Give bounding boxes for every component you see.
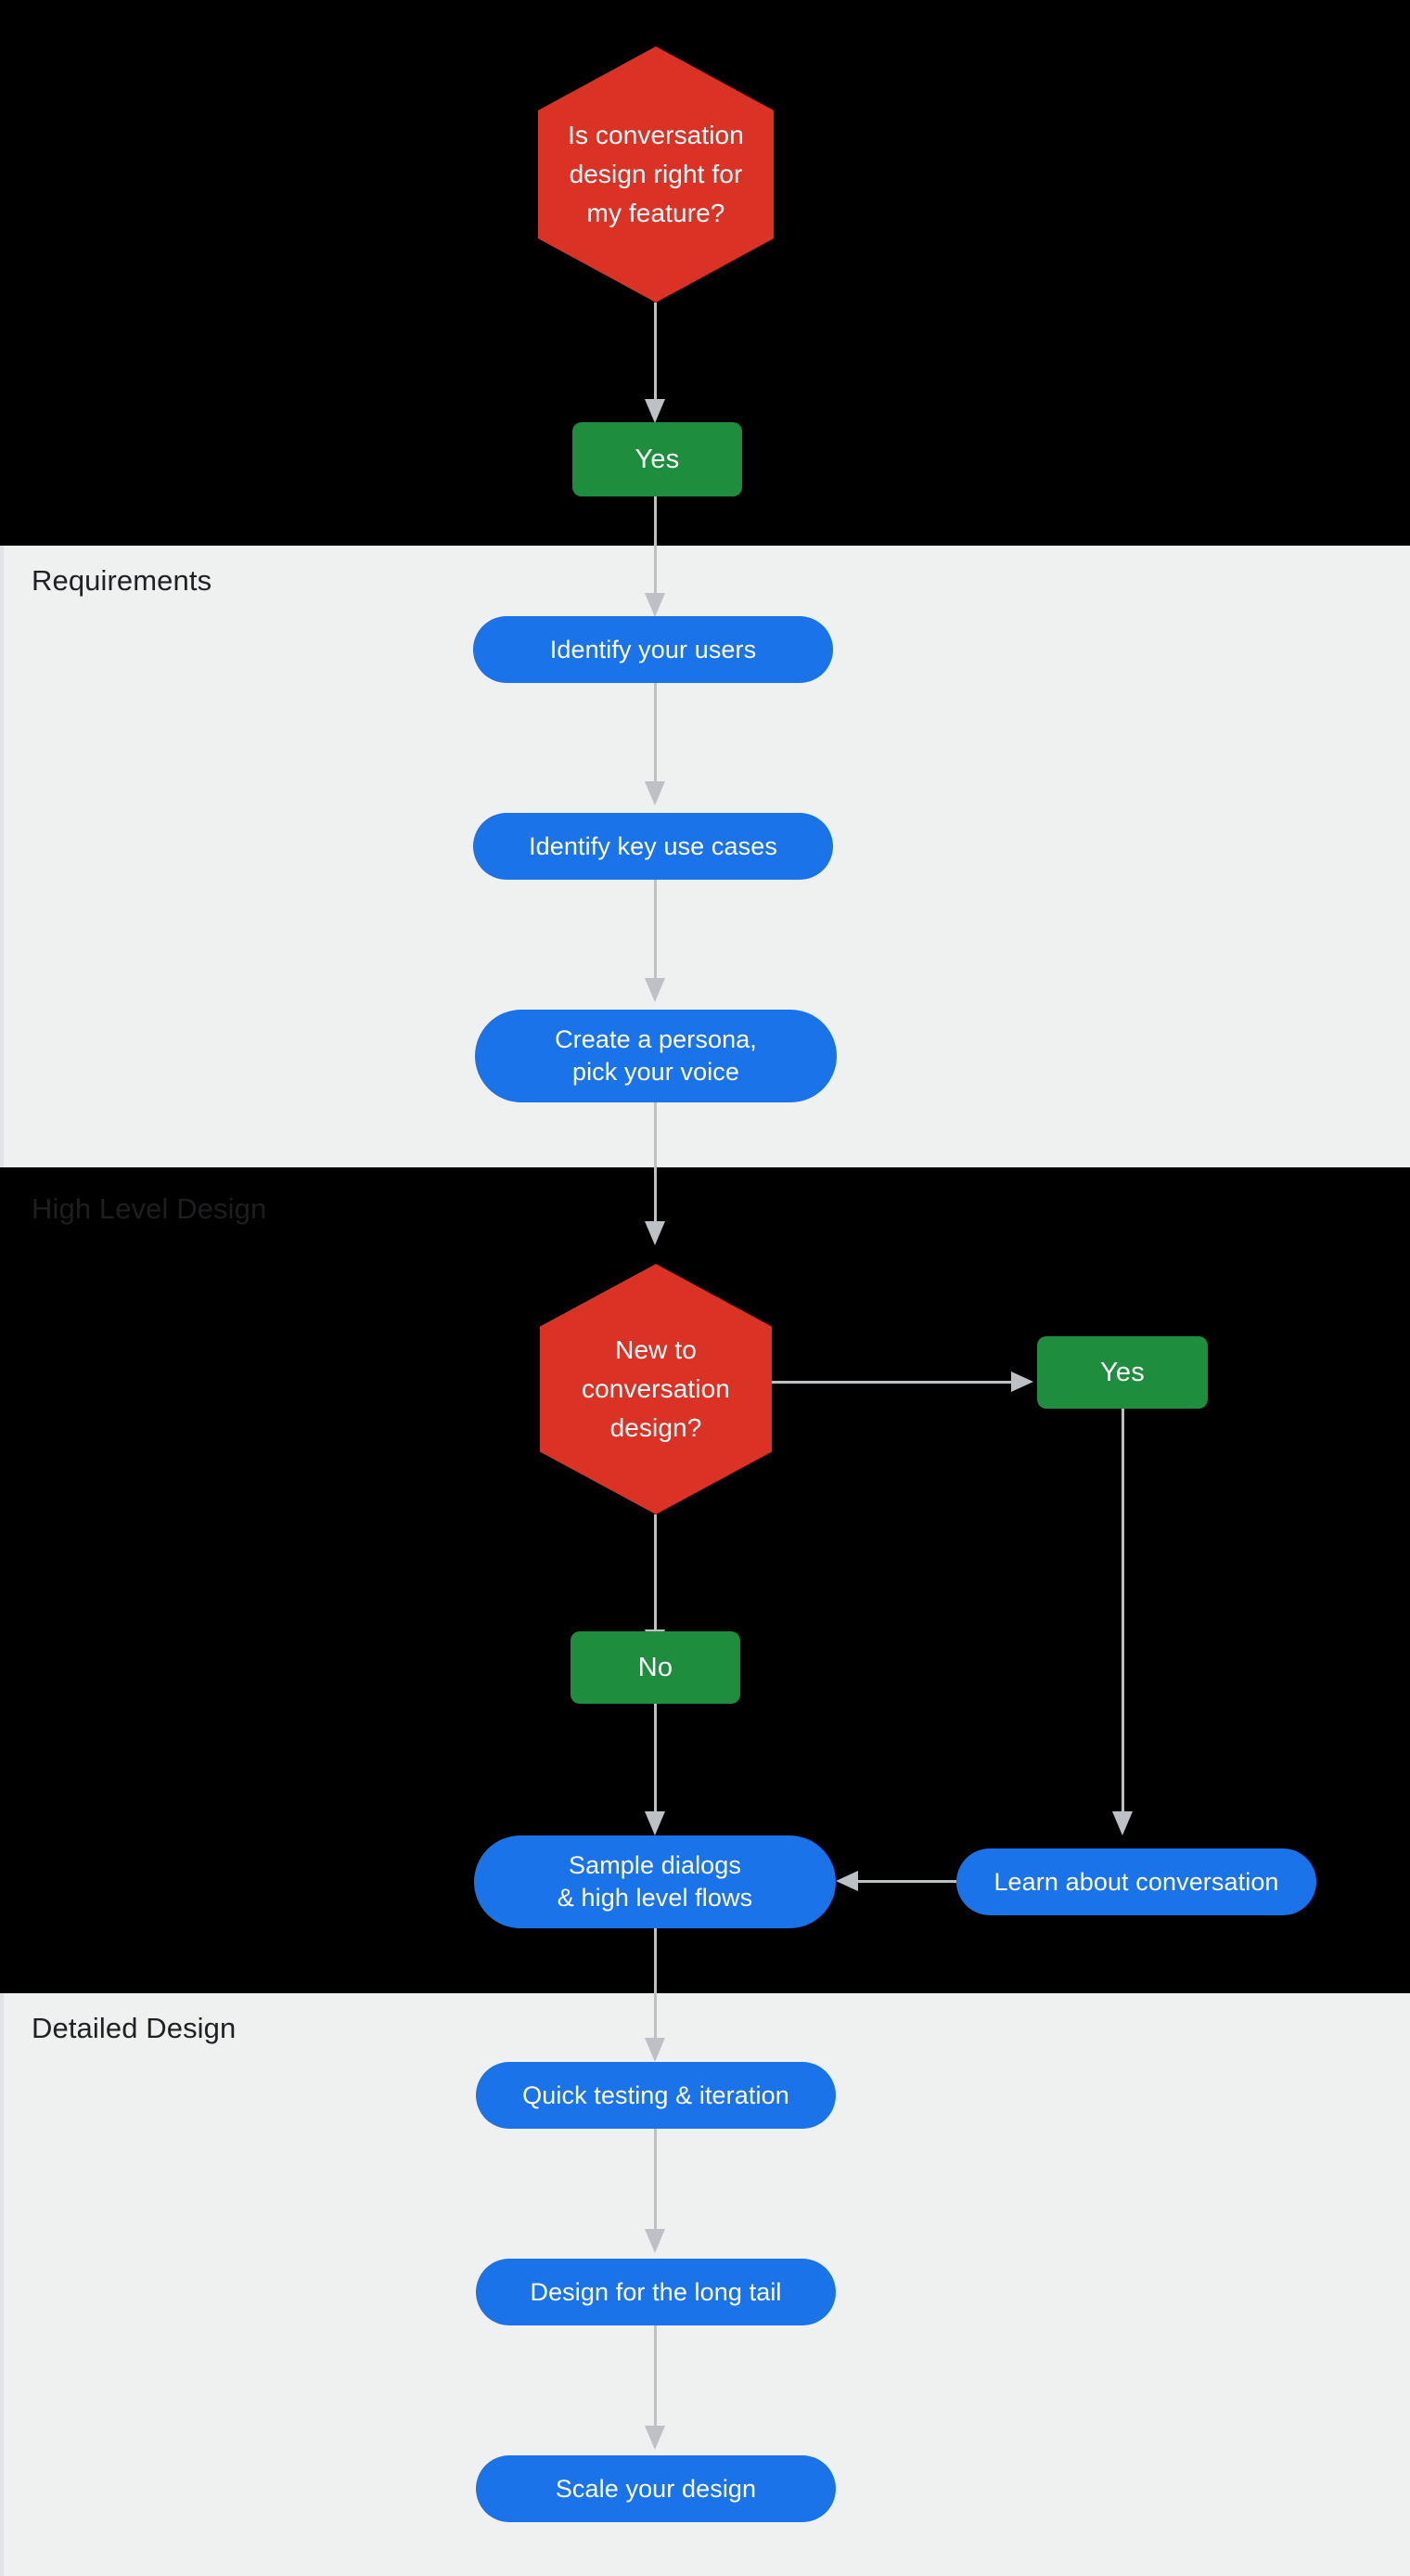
section-title-requirements: Requirements xyxy=(32,564,212,597)
connector-decision2-to-yes-right xyxy=(772,1372,1037,1394)
connector-yes1-to-identify-users xyxy=(645,496,678,617)
step-create-persona-pick-voice[interactable]: Create a persona, pick your voice xyxy=(475,1010,837,1102)
step-design-for-long-tail-label: Design for the long tail xyxy=(530,2277,782,2306)
section-title-detailed-design: Detailed Design xyxy=(32,2012,237,2044)
step-identify-your-users-label: Identify your users xyxy=(549,635,757,663)
decision-1-line-3: my feature? xyxy=(586,199,725,227)
decision-1-line-1: Is conversation xyxy=(568,121,744,149)
step-scale-your-design[interactable]: Scale your design xyxy=(476,2455,836,2522)
answer-yes-right[interactable]: Yes xyxy=(1037,1336,1208,1409)
connector-sample-dialogs-to-quick-testing xyxy=(645,1928,678,2062)
step-learn-about-conversation-label: Learn about conversation xyxy=(993,1867,1279,1896)
connector-identify-users-to-use-cases xyxy=(645,683,678,805)
step-learn-about-conversation[interactable]: Learn about conversation xyxy=(956,1848,1316,1915)
step-sample-dialogs-line-1: Sample dialogs xyxy=(568,1851,741,1880)
section-title-high-level-design: High Level Design xyxy=(32,1192,267,1225)
decision-new-to-conversation-design[interactable]: New to conversation design? xyxy=(540,1264,772,1514)
connector-decision1-to-yes1 xyxy=(645,303,678,423)
answer-yes-top-label: Yes xyxy=(634,444,680,474)
step-create-persona-line-1: Create a persona, xyxy=(555,1025,757,1054)
connector-quick-testing-to-long-tail xyxy=(645,2129,678,2253)
connector-yes-right-to-learn xyxy=(1112,1409,1146,1835)
connector-persona-to-decision2 xyxy=(645,1102,678,1245)
step-quick-testing-iteration[interactable]: Quick testing & iteration xyxy=(476,2062,836,2129)
connector-no-to-sample-dialogs xyxy=(645,1704,678,1835)
connector-long-tail-to-scale xyxy=(645,2325,678,2450)
decision-1-line-2: design right for xyxy=(569,160,743,188)
step-identify-key-use-cases[interactable]: Identify key use cases xyxy=(473,813,833,880)
step-sample-dialogs-line-2: & high level flows xyxy=(557,1884,753,1912)
step-scale-your-design-label: Scale your design xyxy=(555,2474,757,2503)
step-design-for-long-tail[interactable]: Design for the long tail xyxy=(476,2259,836,2325)
decision-2-line-3: design? xyxy=(609,1413,702,1442)
answer-yes-right-label: Yes xyxy=(1100,1357,1145,1387)
step-sample-dialogs-high-level-flows[interactable]: Sample dialogs & high level flows xyxy=(474,1835,836,1928)
step-create-persona-line-2: pick your voice xyxy=(571,1058,740,1086)
answer-no-label: No xyxy=(637,1652,673,1682)
answer-no[interactable]: No xyxy=(570,1631,740,1704)
step-identify-your-users[interactable]: Identify your users xyxy=(473,616,833,683)
decision-2-line-1: New to xyxy=(615,1335,697,1364)
connector-learn-to-sample-dialogs xyxy=(836,1871,956,1893)
decision-2-line-2: conversation xyxy=(582,1374,730,1403)
step-quick-testing-iteration-label: Quick testing & iteration xyxy=(522,2080,789,2109)
answer-yes-top[interactable]: Yes xyxy=(572,422,742,496)
step-identify-key-use-cases-label: Identify key use cases xyxy=(529,831,777,860)
connector-use-cases-to-persona xyxy=(645,880,678,1002)
